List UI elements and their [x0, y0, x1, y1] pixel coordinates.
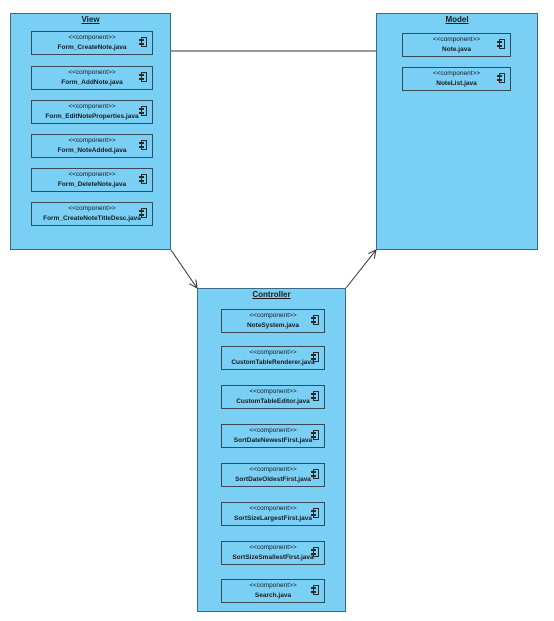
component-form-editnoteproperties[interactable]: <<component>> Form_EditNoteProperties.ja…: [31, 100, 153, 124]
component-icon: [311, 391, 319, 401]
component-icon: [311, 585, 319, 595]
component-icon: [139, 37, 147, 47]
component-stereotype: <<component>>: [68, 69, 116, 76]
component-stereotype: <<component>>: [249, 466, 297, 473]
controller-package-title: Controller: [252, 290, 291, 299]
component-icon: [311, 352, 319, 362]
component-form-createnotetitledesc[interactable]: <<component>> Form_CreateNoteTitleDesc.j…: [31, 202, 153, 226]
component-stereotype: <<component>>: [249, 544, 297, 551]
component-icon: [311, 430, 319, 440]
component-name: Note.java: [442, 46, 471, 53]
component-stereotype: <<component>>: [68, 103, 116, 110]
component-customtableeditor[interactable]: <<component>> CustomTableEditor.java: [221, 385, 325, 409]
component-name: NoteList.java: [436, 80, 477, 87]
component-sortsizelargestfirst[interactable]: <<component>> SortSizeLargestFirst.java: [221, 502, 325, 526]
component-notesystem[interactable]: <<component>> NoteSystem.java: [221, 309, 325, 333]
component-customtablerenderer[interactable]: <<component>> CustomTableRenderer.java: [221, 346, 325, 370]
component-name: SortDateNewestFirst.java: [233, 437, 313, 444]
component-name: Form_CreateNote.java: [57, 44, 127, 51]
component-name: CustomTableRenderer.java: [231, 359, 315, 366]
component-stereotype: <<component>>: [68, 171, 116, 178]
component-stereotype: <<component>>: [249, 582, 297, 589]
view-package[interactable]: View <<component>> Form_CreateNote.java …: [10, 13, 171, 250]
component-name: Form_DeleteNote.java: [57, 181, 127, 188]
component-name: SortDateOldestFirst.java: [235, 476, 311, 483]
controller-model-arrow: [345, 250, 376, 289]
component-name: Form_CreateNoteTitleDesc.java: [43, 215, 141, 222]
component-stereotype: <<component>>: [432, 70, 481, 77]
component-sortdateoldestfirst[interactable]: <<component>> SortDateOldestFirst.java: [221, 463, 325, 487]
component-stereotype: <<component>>: [432, 36, 481, 43]
component-icon: [311, 315, 319, 325]
component-name: CustomTableEditor.java: [236, 398, 310, 405]
component-icon: [139, 208, 147, 218]
component-icon: [497, 73, 505, 83]
component-note[interactable]: <<component>> Note.java: [402, 33, 511, 57]
model-package[interactable]: Model <<component>> Note.java <<componen…: [376, 13, 538, 250]
component-name: Search.java: [254, 592, 292, 599]
component-icon: [139, 72, 147, 82]
component-search[interactable]: <<component>> Search.java: [221, 579, 325, 603]
component-stereotype: <<component>>: [249, 349, 297, 356]
component-sortdatenewestfirst[interactable]: <<component>> SortDateNewestFirst.java: [221, 424, 325, 448]
component-name: Form_EditNoteProperties.java: [45, 113, 139, 120]
component-name: SortSizeSmallestFirst.java: [232, 554, 314, 561]
component-icon: [497, 39, 505, 49]
component-sortsizesmallestfirst[interactable]: <<component>> SortSizeSmallestFirst.java: [221, 541, 325, 565]
component-name: NoteSystem.java: [246, 322, 300, 329]
view-package-title: View: [81, 15, 100, 24]
component-name: Form_AddNote.java: [61, 79, 123, 86]
component-form-createnote[interactable]: <<component>> Form_CreateNote.java: [31, 31, 153, 55]
component-stereotype: <<component>>: [249, 505, 297, 512]
component-form-noteadded[interactable]: <<component>> Form_NoteAdded.java: [31, 134, 153, 158]
view-controller-arrow: [170, 249, 197, 288]
component-stereotype: <<component>>: [68, 205, 116, 212]
component-name: SortSizeLargestFirst.java: [233, 515, 313, 522]
component-icon: [311, 469, 319, 479]
controller-package[interactable]: Controller <<component>> NoteSystem.java…: [197, 288, 346, 612]
component-icon: [311, 547, 319, 557]
component-stereotype: <<component>>: [68, 137, 116, 144]
component-stereotype: <<component>>: [249, 388, 297, 395]
component-name: Form_NoteAdded.java: [57, 147, 127, 154]
component-stereotype: <<component>>: [249, 427, 297, 434]
component-icon: [139, 174, 147, 184]
component-stereotype: <<component>>: [68, 34, 116, 41]
model-package-title: Model: [445, 15, 469, 24]
component-notelist[interactable]: <<component>> NoteList.java: [402, 67, 511, 91]
component-form-addnote[interactable]: <<component>> Form_AddNote.java: [31, 66, 153, 90]
component-icon: [139, 140, 147, 150]
component-icon: [311, 508, 319, 518]
component-icon: [139, 106, 147, 116]
component-stereotype: <<component>>: [249, 312, 297, 319]
component-form-deletenote[interactable]: <<component>> Form_DeleteNote.java: [31, 168, 153, 192]
